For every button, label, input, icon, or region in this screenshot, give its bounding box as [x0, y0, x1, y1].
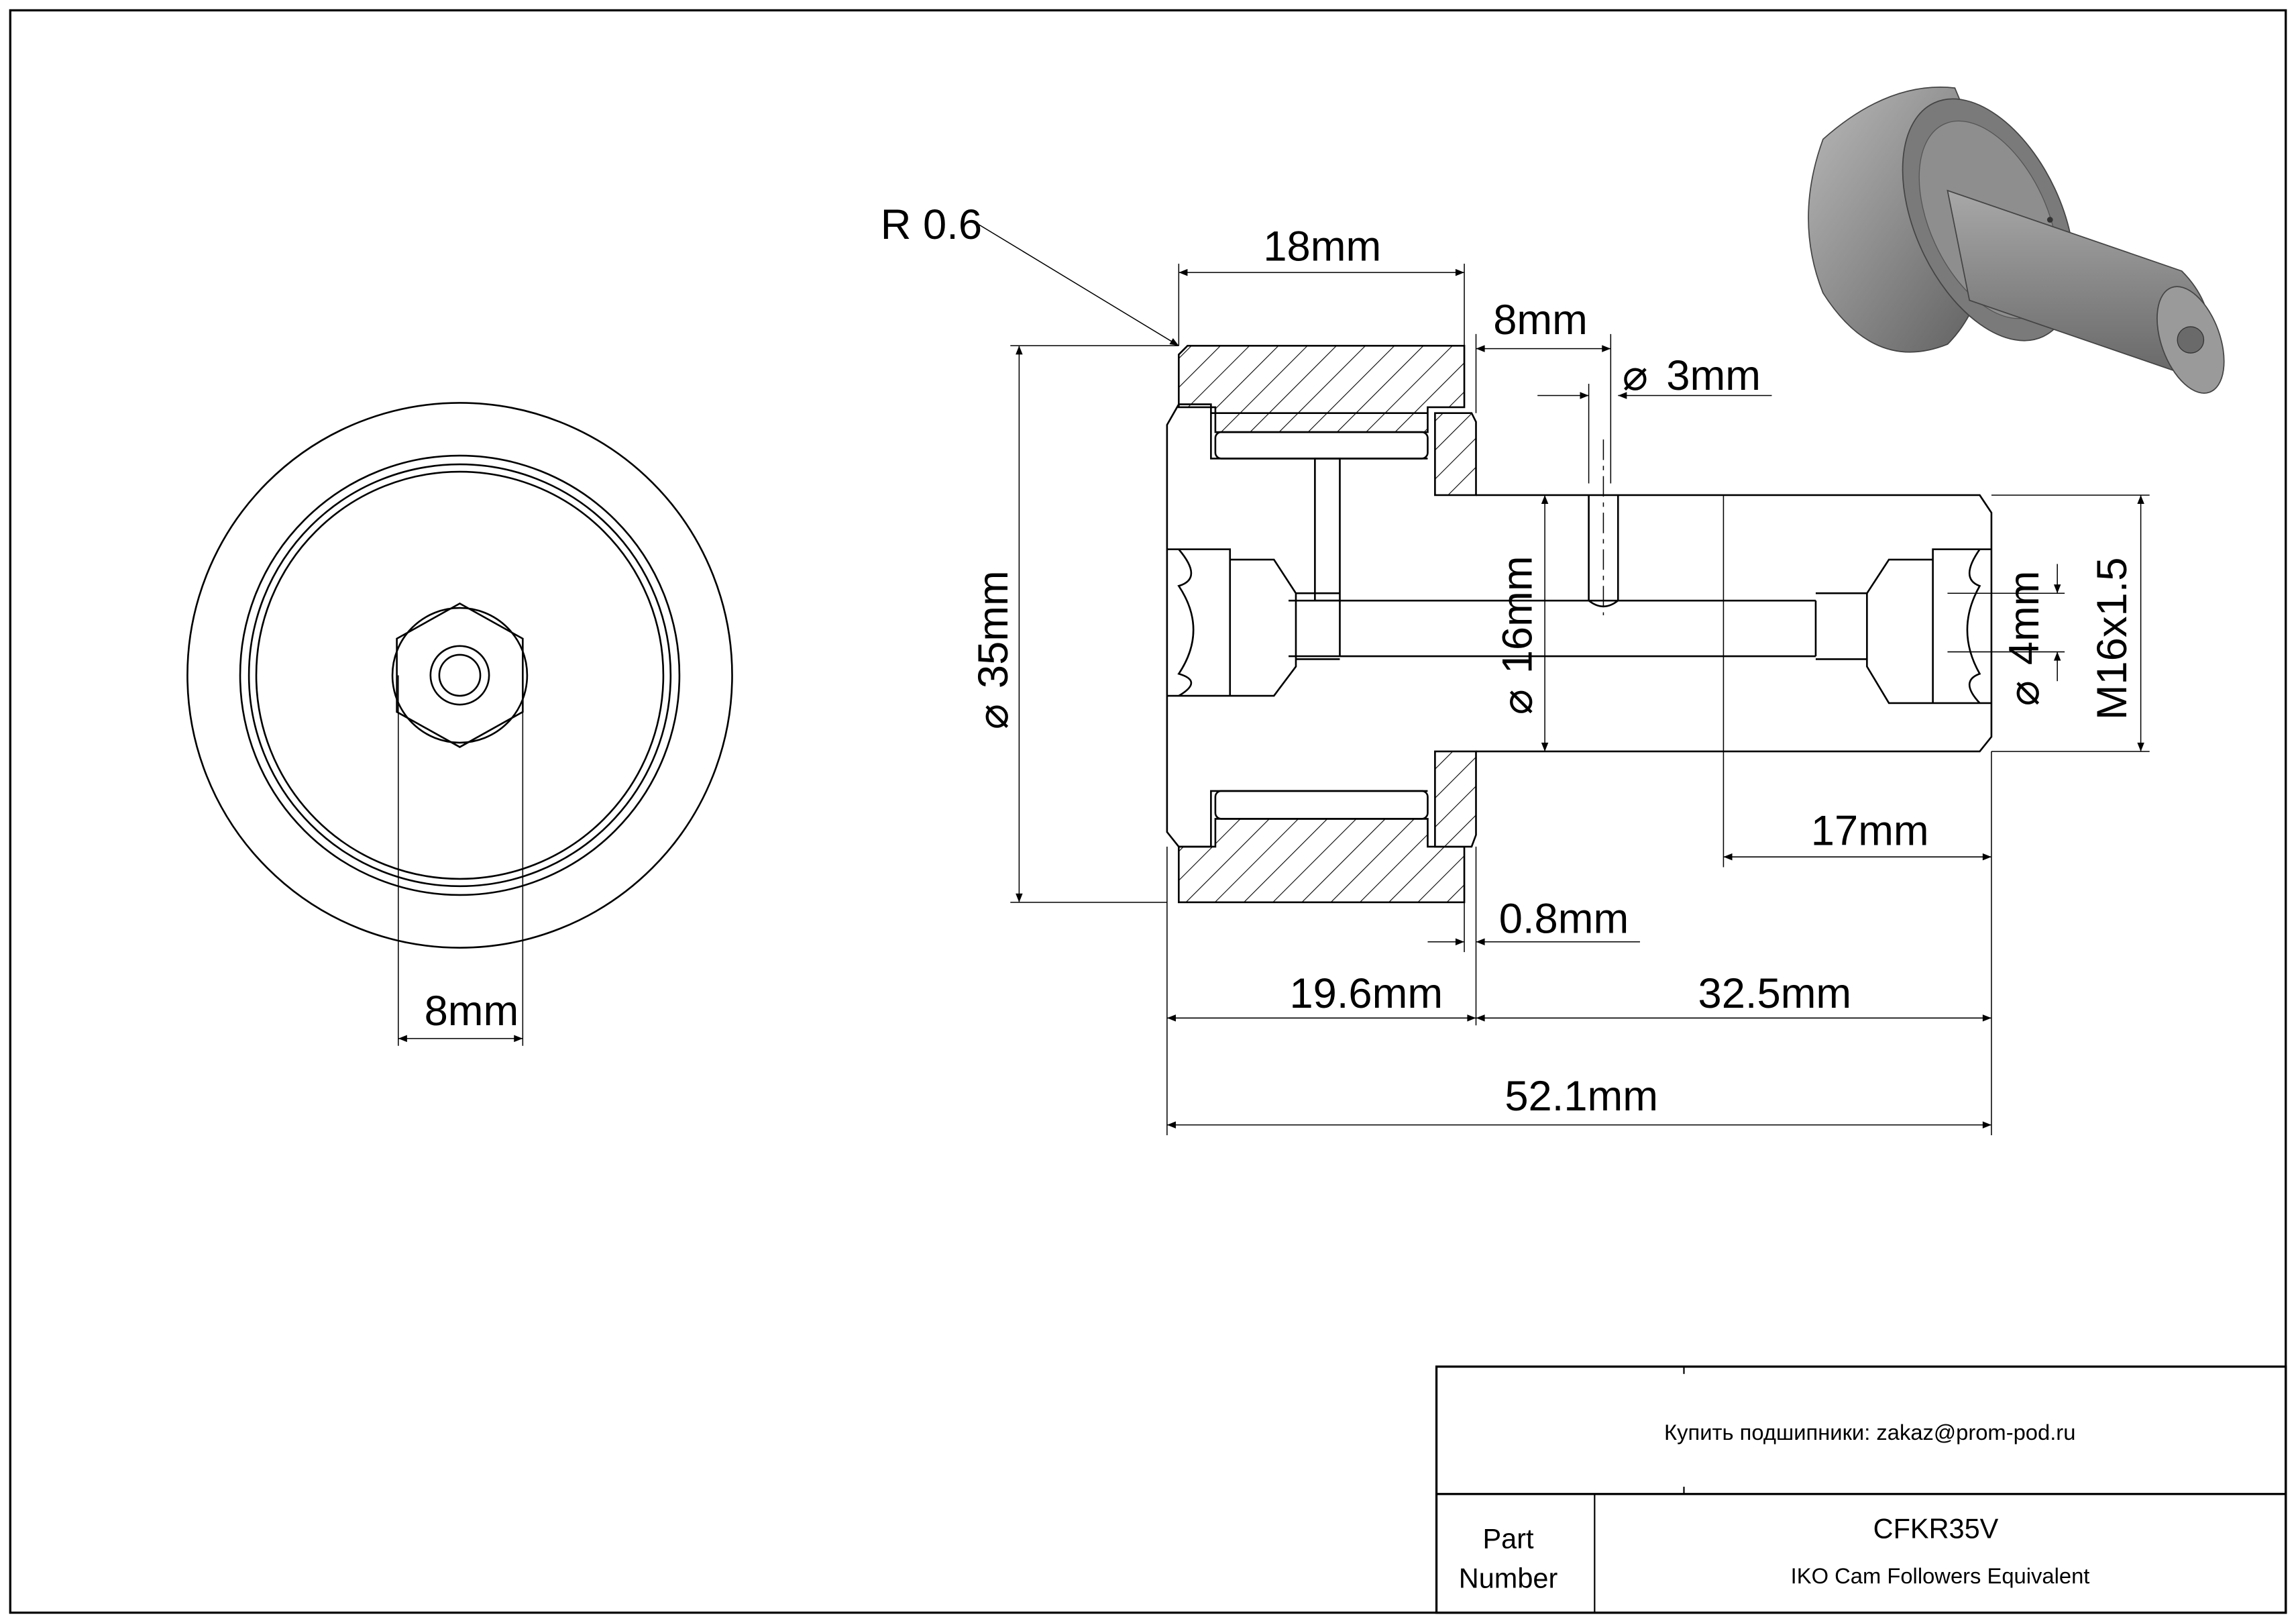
- title-block: Купить подшипники: zakaz@prom-pod.ru Par…: [1435, 1365, 2287, 1614]
- 3d-render-cam-follower: [1808, 87, 2225, 394]
- diameter-symbol: ⌀: [970, 704, 1017, 729]
- left-hex-socket: [1166, 548, 1340, 697]
- ring-circle: [248, 463, 672, 888]
- part-description: IKO Cam Followers Equivalent: [1791, 1563, 2090, 1588]
- contact-text: Купить подшипники: zakaz@prom-pod.ru: [1664, 1420, 2075, 1445]
- side-plate-bottom-section: [1434, 750, 1477, 848]
- axial-bore: [1289, 599, 1817, 658]
- lube-channel: [1314, 458, 1341, 602]
- radius-dimension: R 0.6: [881, 201, 982, 248]
- bore-circle: [429, 645, 490, 706]
- side-plate-top-section: [1434, 412, 1477, 496]
- thread-dimension: M16x1.5: [2089, 558, 2136, 721]
- head-length-dimension: 19.6mm: [1289, 970, 1443, 1017]
- washer-dimension: 8mm: [1493, 297, 1588, 344]
- part-label: Number: [1459, 1563, 1558, 1594]
- outer-ring-top-section: [1178, 344, 1466, 433]
- total-length-dimension: 52.1mm: [1505, 1073, 1658, 1120]
- thread-length-dimension: 17mm: [1811, 808, 1929, 855]
- bore-circle: [438, 653, 482, 697]
- diameter-symbol: ⌀: [1623, 352, 1648, 399]
- front-view: 8mm: [186, 402, 733, 1046]
- outer-ring-bottom-section: [1178, 818, 1466, 904]
- needle-roller: [1214, 790, 1429, 820]
- outer-ring-circle: [186, 402, 733, 949]
- stud-head-outline: [1166, 403, 1428, 848]
- front-width-dimension: 8mm: [425, 988, 519, 1035]
- oil-hole-dimension: 3mm: [1666, 352, 1761, 399]
- stud-length-dimension: 32.5mm: [1698, 970, 1852, 1017]
- needle-roller: [1214, 431, 1429, 460]
- ring-circle: [239, 454, 681, 896]
- hex-socket-outline: [396, 603, 524, 748]
- outer-width-dimension: 18mm: [1263, 223, 1381, 270]
- stud-shaft-outline: [1476, 494, 1993, 753]
- part-label: Part: [1482, 1523, 1534, 1555]
- diameter-symbol: ⌀: [2001, 680, 2048, 706]
- socket-diameter-dimension: 4mm: [2001, 571, 2048, 666]
- sheet-border: [9, 9, 2287, 1614]
- outer-diameter-dimension: 35mm: [970, 570, 1017, 688]
- stud-diameter-dimension: 16mm: [1494, 556, 1541, 674]
- right-hex-socket: [1815, 548, 1991, 704]
- hex-circle: [391, 607, 529, 744]
- gap-dimension: 0.8mm: [1499, 896, 1629, 943]
- diameter-symbol: ⌀: [1494, 689, 1541, 715]
- section-view: R 0.6 18mm 8mm ⌀ 3mm ⌀ 35mm ⌀ 16mm ⌀ 4mm…: [881, 201, 2150, 1135]
- ring-circle: [255, 470, 665, 880]
- part-number: CFKR35V: [1873, 1512, 1999, 1544]
